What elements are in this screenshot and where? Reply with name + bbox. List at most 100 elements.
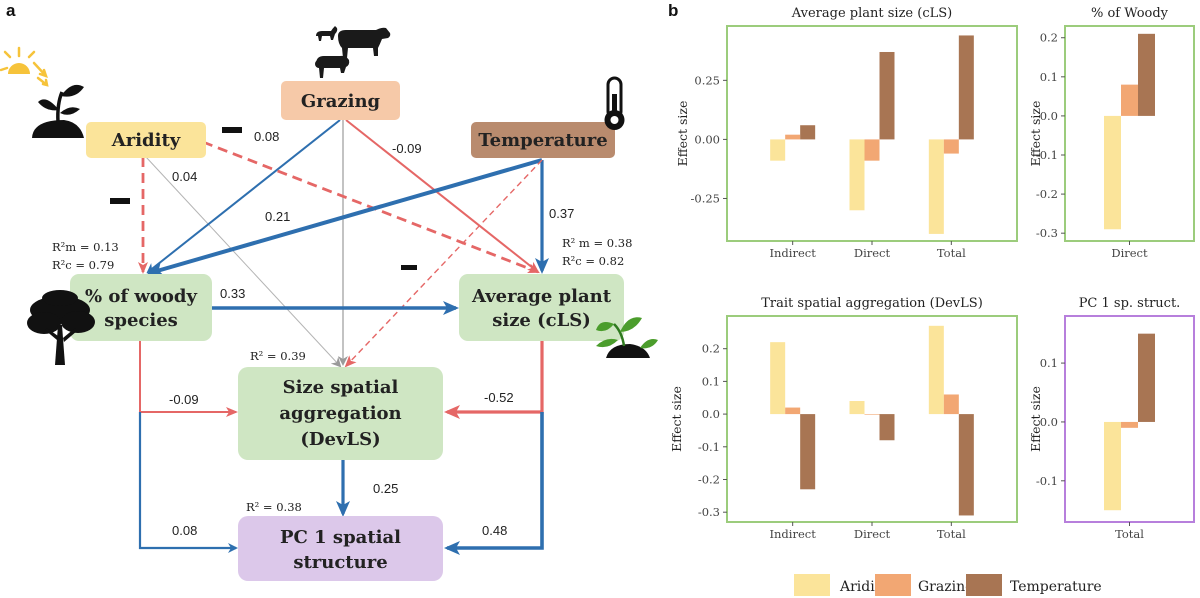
chart-3: Trait spatial aggregation (DevLS)-0.3-0.… [669,296,1018,541]
y-axis-label: Effect size [1028,101,1043,167]
negative-sign-marker [222,127,242,133]
sun-plant-icon [0,46,84,138]
r2-woody-marginal: R²m = 0.13 [52,240,119,254]
bar-temperature-direct [1138,33,1155,116]
tree-icon [27,290,95,365]
bar-aridity-indirect [770,139,786,161]
y-tick-label: 0.25 [694,73,720,87]
coef-grazing-woody: 0.08 [254,129,279,144]
coefficients: 0.08 -0.09 0.04 0.21 0.37 0.33 -0.09 -0.… [169,129,574,538]
y-tick-label: 0.2 [1040,31,1058,45]
x-tick-label: Direct [854,527,891,541]
arrow-temp-agg [344,159,543,368]
shrub-icon [596,317,658,358]
y-tick-label: 0.1 [1040,70,1058,84]
livestock-icon [315,26,391,78]
node-temperature-label: Temperature [478,130,607,151]
y-tick-label: 0.1 [1040,356,1058,370]
legend-label-grazing: Grazing [918,579,974,595]
node-grazing-label: Grazing [301,91,381,112]
node-temperature: Temperature [471,122,615,158]
y-tick-label: -0.2 [1036,187,1058,201]
node-grazing: Grazing [281,81,400,120]
bar-aridity-direct [849,139,865,211]
arrow-woody-pc1 [138,412,238,553]
bar-aridity-total [928,325,944,415]
legend-swatch-temperature [966,574,1002,596]
bar-temperature-total [1138,333,1155,422]
arrow-size-pc1 [444,412,544,555]
legend-swatch-grazing [875,574,911,596]
node-plant-size-line1: Average plant [471,286,612,307]
thermometer-icon [604,76,625,130]
y-tick-label: 0.0 [1040,415,1058,429]
coef-woody-pc1: 0.08 [172,523,197,538]
bar-grazing-direct [864,414,880,415]
x-tick-label: Total [937,246,966,260]
bar-grazing-direct [1121,84,1138,116]
y-tick-label: 0.2 [702,342,720,356]
arrow-temp-woody [147,158,543,277]
x-tick-label: Total [1115,527,1144,541]
bar-temperature-direct [879,414,895,441]
x-tick-label: Indirect [769,246,816,260]
coef-woody-size: 0.33 [220,286,245,301]
node-plant-size-line2: size (cLS) [492,310,591,331]
y-tick-label: -0.25 [691,191,721,205]
chart-title: Average plant size (cLS) [791,6,952,21]
bar-temperature-indirect [800,414,816,490]
bar-grazing-direct [864,139,880,161]
node-woody-line1: % of woody [85,286,197,307]
chart-frame [1064,315,1195,523]
y-tick-label: -0.1 [698,440,720,454]
y-tick-label: -0.2 [698,472,720,486]
y-tick-label: 0.00 [694,132,720,146]
coef-aridity-agg: 0.04 [172,169,197,184]
bar-aridity-total [1104,421,1121,511]
bar-grazing-total [943,394,959,415]
node-size-agg-line2: aggregation [279,403,401,424]
arrow-grazing-size [345,119,540,274]
arrow-aridity-agg [145,156,342,368]
node-woody-line2: species [104,310,178,331]
node-plant-size: Average plant size (cLS) [459,274,624,341]
y-axis-label: Effect size [1028,386,1043,452]
panel-label-a: a [6,1,16,20]
chart-title: PC 1 sp. struct. [1079,296,1181,311]
y-tick-label: -0.3 [1036,226,1058,240]
x-tick-label: Indirect [769,527,816,541]
effect-size-charts: Average plant size (cLS) -0.25 0.00 0.25Eff… [669,6,1195,541]
bar-grazing-total [943,139,959,154]
negative-sign-marker [110,198,130,204]
path-arrows [138,119,549,555]
node-pc1-line1: PC 1 spatial [280,527,401,548]
chart-title: Trait spatial aggregation (DevLS) [761,296,983,311]
y-tick-label: 0.1 [702,374,720,388]
arrow-aridity-size [202,140,540,274]
coef-size-agg: -0.52 [484,390,514,405]
negative-sign-marker [401,265,417,270]
bar-temperature-total [958,414,974,516]
node-aridity-label: Aridity [111,130,181,151]
coef-woody-agg: -0.09 [169,392,199,407]
r2-size-conditional: R²c = 0.82 [562,254,624,268]
y-axis-label: Effect size [675,101,690,167]
node-size-agg-line1: Size spatial [283,377,399,398]
legend: Aridity Grazing Temperature [794,574,1102,596]
bar-temperature-indirect [800,125,816,140]
coef-temp-woody: 0.21 [265,209,290,224]
node-size-agg-line3: (DevLS) [300,429,380,450]
y-axis-label: Effect size [669,386,684,452]
x-tick-label: Total [937,527,966,541]
bar-grazing-indirect [785,134,801,140]
y-tick-label: 0.0 [702,407,720,421]
bar-temperature-total [958,35,974,140]
r2-pc1: R² = 0.38 [246,500,302,514]
bar-aridity-total [928,139,944,234]
node-size-agg: Size spatial aggregation (DevLS) [238,367,443,460]
legend-swatch-aridity [794,574,830,596]
y-tick-label: -0.1 [1036,148,1058,162]
